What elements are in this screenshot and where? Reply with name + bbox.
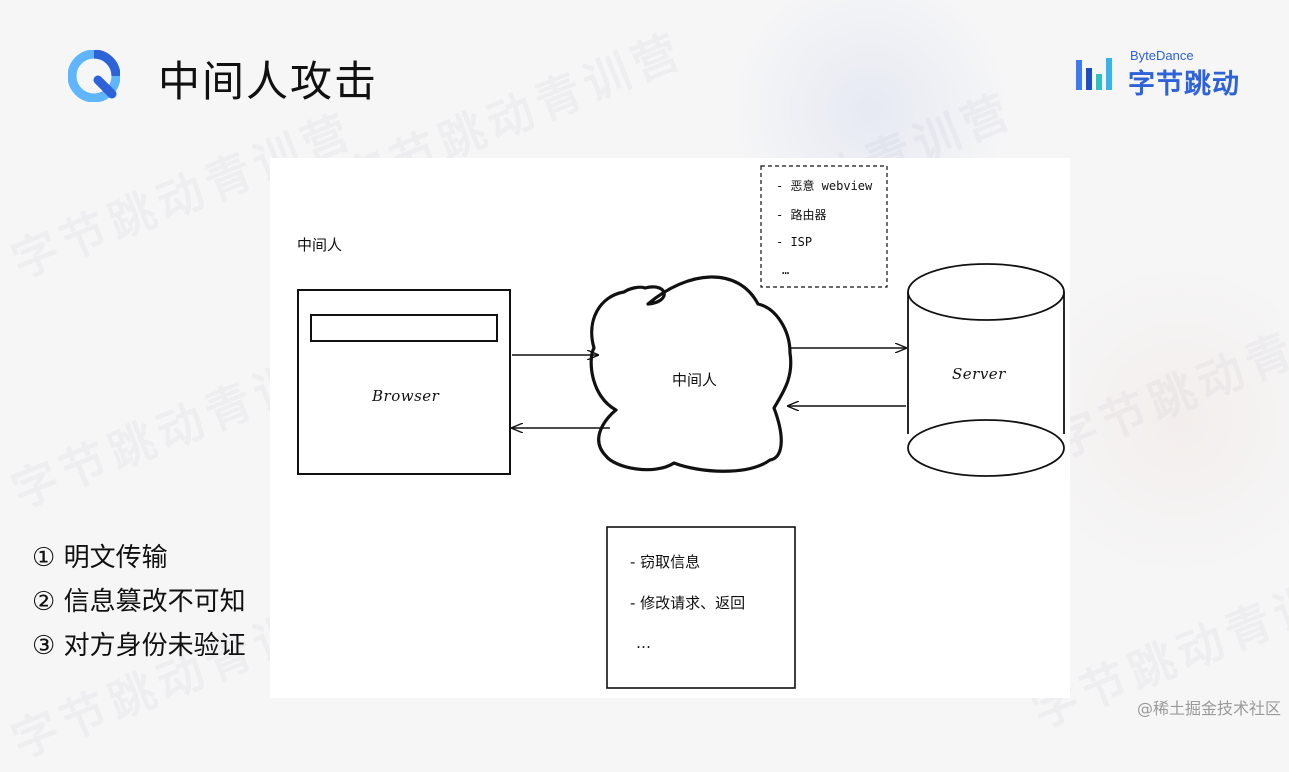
diagram-panel: 中间人 Browser 中间人 Server - 恶意 webview - 路由…: [270, 158, 1070, 698]
server-cylinder-bottom: [907, 419, 1065, 477]
brand-english-name: ByteDance: [1130, 48, 1194, 63]
sources-list-item: - ISP: [776, 235, 813, 249]
sources-list-item: …: [782, 263, 790, 277]
attack-effects-box: [606, 526, 796, 689]
browser-label: Browser: [372, 387, 440, 405]
server-cylinder-top: [907, 263, 1065, 321]
middleman-sources-box: [760, 165, 888, 288]
server-cylinder-body: [907, 292, 1065, 434]
middleman-label: 中间人: [297, 236, 343, 254]
course-logo-icon: [67, 49, 121, 103]
key-point: ① 明文传输: [32, 543, 168, 573]
sources-list-item: - 恶意 webview: [776, 179, 873, 193]
middleman-cloud: [589, 275, 793, 473]
page-title: 中间人攻击: [158, 57, 379, 106]
cloud-label: 中间人: [672, 371, 718, 389]
key-point: ② 信息篡改不可知: [32, 587, 246, 617]
browser-window-box: [297, 289, 511, 475]
attacks-list-item: …: [636, 634, 651, 652]
footer-credit: @稀土掘金技术社区: [1136, 699, 1281, 718]
bytedance-brand: ByteDance 字节跳动: [1074, 48, 1254, 100]
key-point: ③ 对方身份未验证: [32, 631, 246, 661]
attacks-list-item: - 窃取信息: [630, 553, 701, 571]
bytedance-logo-icon: [1076, 58, 1112, 90]
browser-address-bar: [310, 314, 498, 342]
key-points-list: ① 明文传输 ② 信息篡改不可知 ③ 对方身份未验证: [32, 536, 332, 668]
sources-list-item: - 路由器: [776, 208, 827, 222]
attacks-list-item: - 修改请求、返回: [630, 594, 746, 612]
brand-chinese-name: 字节跳动: [1128, 69, 1240, 100]
server-label: Server: [952, 365, 1006, 383]
mitm-diagram: [297, 165, 1065, 689]
